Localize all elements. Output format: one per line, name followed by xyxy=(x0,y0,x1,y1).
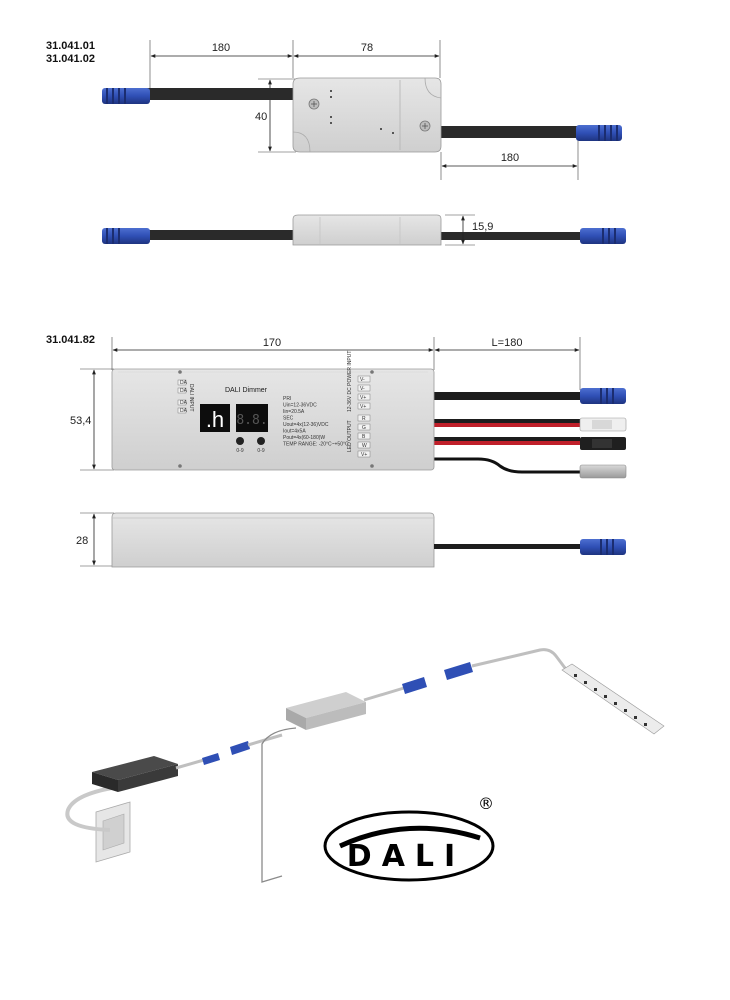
dim-label-170: 170 xyxy=(263,337,281,349)
terminal-label: B xyxy=(362,434,366,440)
cable-side-right xyxy=(440,232,585,240)
psu-cable xyxy=(175,758,205,770)
terminal-label: G xyxy=(362,425,366,431)
dim-label-180: 180 xyxy=(212,42,230,54)
dim-label-28: 28 xyxy=(76,535,88,547)
connector-blue-left xyxy=(102,88,150,104)
button-b-label: 0-9 xyxy=(257,448,264,454)
cable-power xyxy=(434,392,580,400)
cable-side-left xyxy=(140,230,295,240)
led-output-label: LED OUTPUT xyxy=(347,420,353,452)
terminal-label: V- xyxy=(360,377,365,383)
dali-logo-text: DALI xyxy=(347,839,465,874)
spec-line: PRI xyxy=(283,396,291,402)
button-b[interactable] xyxy=(257,437,265,445)
terminal-label: V- xyxy=(360,386,365,392)
dim-label-15-9: 15,9 xyxy=(472,221,493,233)
display-left xyxy=(200,404,230,432)
led-output-terminals: R G B W V+ LED OUTPUT xyxy=(347,414,371,458)
cable-red-black-2 xyxy=(434,437,580,445)
dim-label-53-4: 53,4 xyxy=(70,415,91,427)
part-number-1: 31.041.01 xyxy=(46,40,95,52)
dali-input-terminals: DA DA DA DA DALI INPUT xyxy=(177,379,194,414)
terminal-label: V+ xyxy=(360,395,366,401)
terminal-label: W xyxy=(362,443,367,449)
dali-dimmer-top-view: DALI Dimmer .h 8.8. 0-9 0-9 PRI Uin=12-3… xyxy=(111,351,435,471)
connector-black-output xyxy=(580,437,626,450)
dali-dimmer-side-view xyxy=(111,512,435,568)
dali-bus-cable xyxy=(261,727,297,883)
power-input-label: 12-36V DC POWER INPUT xyxy=(347,351,353,412)
spec-line: Iout=4x5A xyxy=(283,429,306,435)
display-right-text: 8.8. xyxy=(236,413,267,428)
cable-left xyxy=(140,88,294,100)
terminal-label: V+ xyxy=(360,404,366,410)
connector-blue-right xyxy=(576,125,622,141)
button-a-label: 0-9 xyxy=(236,448,243,454)
led-strip xyxy=(561,663,665,735)
controller-side-view xyxy=(292,214,442,246)
system-illustration xyxy=(65,648,665,883)
terminal-label: R xyxy=(362,416,366,422)
dali-input-label: DALI INPUT xyxy=(188,384,194,412)
cable-side xyxy=(434,544,580,549)
display-left-text: .h xyxy=(206,407,224,432)
part-number-2: 31.041.02 xyxy=(46,53,95,65)
controller-top-view xyxy=(292,77,442,153)
spec-line: Iin=20.5A xyxy=(283,409,305,415)
connector-blue-side-left xyxy=(102,228,150,244)
connector-blue-side-right xyxy=(580,228,626,244)
terminal-label: DA xyxy=(180,380,188,386)
connector-white-output xyxy=(579,417,627,432)
connector-blue-power xyxy=(580,388,626,404)
cable-right xyxy=(440,126,580,138)
mains-cable xyxy=(65,784,131,832)
button-a[interactable] xyxy=(236,437,244,445)
terminal-label: DA xyxy=(180,400,188,406)
spec-line: Pout=4x(60-180)W xyxy=(283,435,325,441)
cable-red-black-1 xyxy=(434,419,580,427)
spec-block: PRI Uin=12-36VDC Iin=20.5A SEC Uout=4x(1… xyxy=(283,396,349,448)
dim-label-78: 78 xyxy=(361,42,373,54)
terminal-label: DA xyxy=(180,408,188,414)
connector-blue-side xyxy=(580,539,626,555)
part-number-82: 31.041.82 xyxy=(46,334,95,346)
spec-line: SEC xyxy=(283,416,294,422)
cable-dali xyxy=(434,457,582,474)
registered-mark: ® xyxy=(478,794,494,813)
dimmer-3d xyxy=(286,692,366,730)
dim-label-L180: L=180 xyxy=(492,337,523,349)
power-input-terminals: V- V- V+ V+ 12-36V DC POWER INPUT xyxy=(347,351,371,412)
section-2: 31.041.82 170 L=180 53,4 xyxy=(46,334,627,568)
power-supply xyxy=(92,756,178,792)
spec-line: TEMP RANGE: -20°C~+50°C xyxy=(283,442,349,448)
dim-label-40: 40 xyxy=(255,111,267,123)
section-1: 31.041.01 31.041.02 180 78 40 xyxy=(46,40,626,246)
terminal-label: V+ xyxy=(361,452,367,458)
dali-logo: DALI ® xyxy=(323,794,495,882)
dim-label-180-right: 180 xyxy=(501,152,519,164)
terminal-label: DA xyxy=(180,388,188,394)
spec-line: Uin=12-36VDC xyxy=(283,403,317,409)
spec-line: Uout=4x(12-36)VDC xyxy=(283,422,329,428)
connector-grey-dali xyxy=(579,464,627,479)
display-right xyxy=(236,404,268,432)
wall-socket xyxy=(95,801,131,863)
connector-blue-3d-2 xyxy=(402,662,473,694)
device-title: DALI Dimmer xyxy=(225,387,268,394)
connector-blue-3d xyxy=(202,741,250,765)
